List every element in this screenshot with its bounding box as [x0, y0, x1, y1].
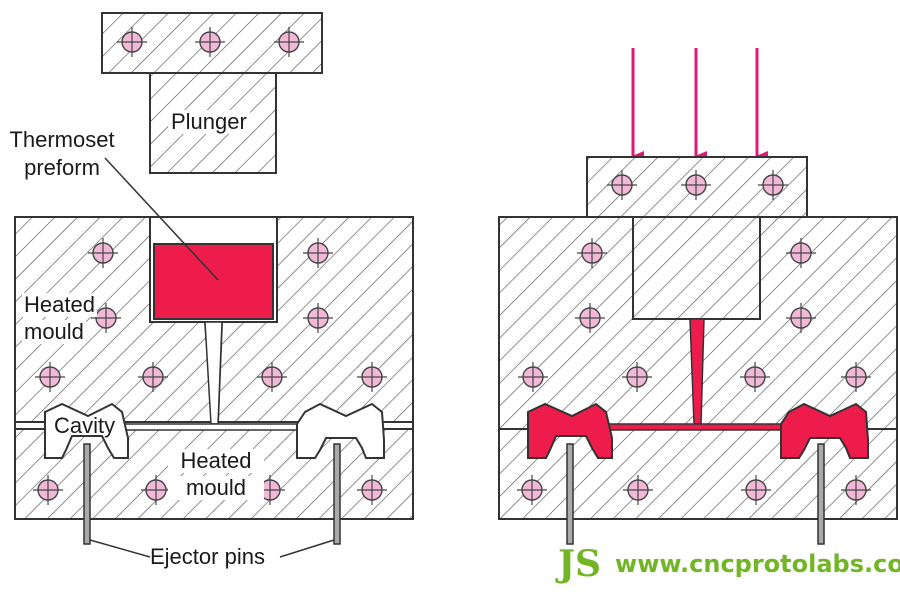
watermark-logo: JS: [558, 543, 602, 585]
heated-mould-lower-label-line1: Heated: [168, 449, 264, 473]
ejector-leader-left: [89, 539, 151, 558]
right-ejector-pin-2: [817, 443, 825, 545]
thermoset-preform: [153, 243, 274, 320]
watermark-url: www.cncprotolabs.com: [615, 550, 900, 578]
right-cavity-right-filled: [780, 402, 869, 459]
plunger-label: Plunger: [168, 110, 250, 134]
ejector-leader-right: [279, 539, 335, 558]
right-cavity-left-filled: [527, 402, 613, 459]
right-lower-mould: [498, 428, 898, 520]
heated-mould-upper-label-line2: mould: [22, 319, 86, 344]
cavity-label: Cavity: [54, 413, 116, 438]
thermoset-label-line1: Thermoset: [9, 127, 115, 152]
watermark: JS www.cncprotolabs.com: [558, 544, 900, 584]
heated-mould-lower-label-line2: mould: [168, 476, 264, 500]
thermoset-leader: [104, 157, 219, 281]
heated-mould-upper-label-line1: Heated: [22, 292, 97, 317]
ejector-pins-label: Ejector pins: [150, 544, 265, 569]
right-ejector-pin-1: [566, 443, 574, 545]
left-cavity: [44, 402, 129, 459]
left-lower-mould: [14, 428, 414, 520]
left-runner: [119, 423, 306, 431]
left-assembly: [14, 12, 414, 558]
right-assembly: [498, 48, 898, 545]
thermoset-label-line2: preform: [24, 155, 100, 180]
left-ejector-pin-2: [333, 443, 341, 545]
right-cavity: [296, 402, 385, 459]
right-runner-filled: [604, 423, 791, 431]
right-plunger: [632, 216, 761, 320]
left-ejector-pin-1: [83, 443, 91, 545]
